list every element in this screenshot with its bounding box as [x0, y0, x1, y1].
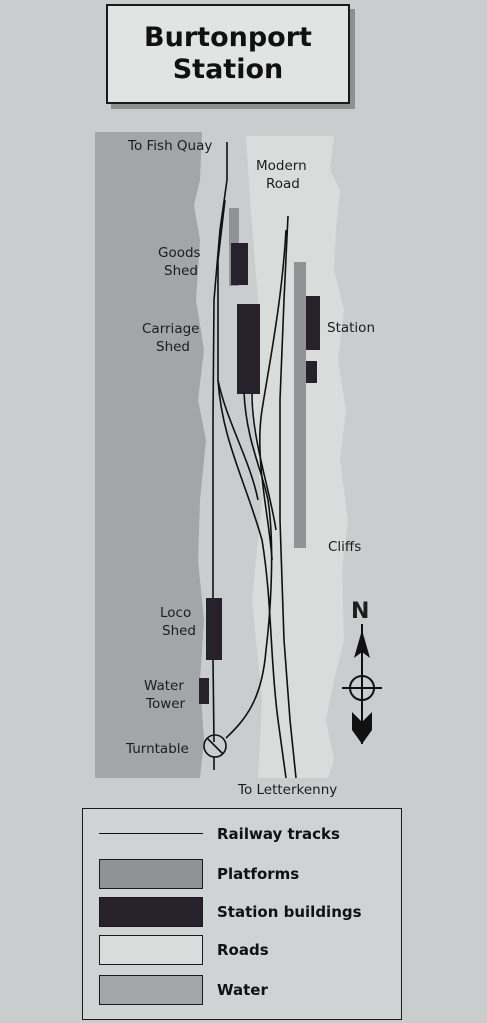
turntable-bar	[206, 737, 224, 755]
map-legend: Railway tracks Platforms Station buildin…	[82, 808, 402, 1020]
legend-item-platforms: Platforms	[83, 859, 401, 889]
label-water-tower-1: Water	[144, 678, 184, 694]
compass-icon: N	[342, 599, 382, 744]
turntable-symbol	[203, 734, 227, 758]
north-label: N	[351, 599, 369, 624]
loco-shed-building	[206, 598, 222, 660]
legend-label: Roads	[217, 941, 269, 959]
label-loco-shed-2: Shed	[162, 623, 196, 639]
label-station: Station	[327, 320, 375, 336]
goods-shed-building	[231, 243, 248, 285]
label-turntable: Turntable	[125, 741, 189, 757]
label-loco-shed-1: Loco	[160, 605, 191, 621]
legend-item-station-buildings: Station buildings	[83, 897, 401, 927]
legend-label: Station buildings	[217, 903, 362, 921]
legend-water-symbol	[99, 975, 203, 1005]
label-modern-road-1: Modern	[256, 158, 307, 174]
legend-label: Railway tracks	[217, 825, 340, 843]
label-goods-shed-2: Shed	[164, 263, 198, 279]
railway-tracks	[212, 142, 297, 779]
label-water-tower-2: Tower	[145, 696, 186, 712]
title-line-2: Station	[172, 54, 284, 85]
legend-building-symbol	[99, 897, 203, 927]
legend-item-water: Water	[83, 975, 401, 1005]
water-area	[95, 132, 206, 778]
station-building	[306, 296, 320, 350]
title-box: Burtonport Station	[106, 4, 350, 104]
legend-label: Water	[217, 981, 268, 999]
label-to-fish-quay: To Fish Quay	[127, 138, 212, 154]
station-annex-building	[306, 361, 317, 383]
label-cliffs: Cliffs	[328, 539, 361, 555]
platform-main	[294, 262, 306, 548]
legend-label: Platforms	[217, 865, 300, 883]
label-to-letterkenny: To Letterkenny	[237, 782, 337, 798]
carriage-shed-building	[237, 304, 260, 394]
water-tower-building	[199, 678, 209, 704]
legend-item-roads: Roads	[83, 935, 401, 965]
label-goods-shed-1: Goods	[158, 245, 201, 261]
label-carriage-shed-2: Shed	[156, 339, 190, 355]
legend-road-symbol	[99, 935, 203, 965]
legend-track-symbol	[99, 833, 203, 834]
label-modern-road-2: Road	[266, 176, 300, 192]
legend-item-railway-tracks: Railway tracks	[83, 819, 401, 849]
title-line-1: Burtonport	[144, 22, 312, 53]
label-carriage-shed-1: Carriage	[142, 321, 199, 337]
legend-platform-symbol	[99, 859, 203, 889]
